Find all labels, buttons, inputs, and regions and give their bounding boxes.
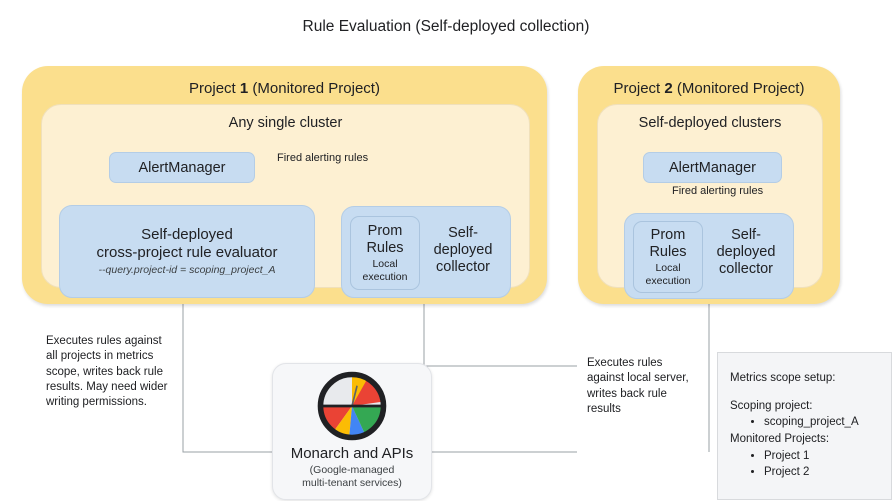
project-1-cluster-title: Any single cluster — [228, 115, 343, 131]
monarch-and-apis-box[interactable]: Monarch and APIs (Google-managed multi-t… — [272, 363, 432, 500]
note-right-executes-rules: Executes rules against local server, wri… — [587, 357, 689, 415]
prom-rules-sub-1: Local — [655, 261, 681, 274]
legend-monitored-list: Project 1 Project 2 — [730, 448, 885, 481]
flow-label-fired-alerting-rules-project-1: Fired alerting rules — [277, 152, 369, 164]
self-deployed-collector-project-2[interactable]: Self- deployed collector Prom Rules Loca… — [624, 213, 794, 299]
collector-line-1: Self- — [448, 225, 478, 241]
list-item: scoping_project_A — [764, 414, 885, 431]
flow-label-fired-alerting-rules-project-2: Fired alerting rules — [672, 185, 764, 197]
monarch-gauge-icon — [317, 371, 387, 441]
legend-scoping-list: scoping_project_A — [730, 414, 885, 431]
evaluator-flag: --query.project-id = scoping_project_A — [98, 264, 276, 277]
alertmanager-project-2[interactable]: AlertManager — [643, 152, 782, 183]
collector-line-3: collector — [719, 260, 773, 277]
evaluator-line-2: cross-project rule evaluator — [96, 244, 278, 262]
collector-line-2: deployed — [433, 241, 493, 258]
project-2-cluster-title: Self-deployed clusters — [638, 115, 782, 131]
cross-project-rule-evaluator-project-1[interactable]: Self-deployed cross-project rule evaluat… — [59, 205, 315, 298]
alertmanager-project-1[interactable]: AlertManager — [109, 152, 255, 183]
prom-rules-project-2[interactable]: Prom Rules Local execution — [633, 221, 703, 293]
legend-spacer — [730, 387, 885, 398]
legend-monitored-heading: Monitored Projects: — [730, 433, 830, 446]
legend-content: Metrics scope setup: Scoping project: sc… — [730, 370, 885, 481]
project-1-title-suffix: (Monitored Project) — [248, 80, 380, 97]
monarch-subtitle: (Google-managed multi-tenant services) — [302, 464, 402, 490]
list-item: Project 2 — [764, 464, 885, 481]
collector-line-2: deployed — [716, 243, 776, 260]
collector-label-project-2: Self- deployed collector — [703, 227, 789, 278]
self-deployed-collector-project-1[interactable]: Self- deployed collector Prom Rules Loca… — [341, 206, 511, 298]
project-2-title-suffix: (Monitored Project) — [672, 80, 805, 97]
list-item: Project 1 — [764, 448, 885, 465]
note-left-executes-rules: Executes rules against all projects in m… — [46, 335, 168, 409]
legend-scoping-heading: Scoping project: — [730, 399, 813, 412]
prom-rules-line-2: Rules — [649, 243, 687, 260]
page-title: Rule Evaluation (Self-deployed collectio… — [302, 18, 590, 35]
prom-rules-sub-2: execution — [645, 274, 691, 287]
monarch-title: Monarch and APIs — [290, 445, 414, 462]
collector-label-project-1: Self- deployed collector — [420, 225, 506, 276]
prom-rules-line-1: Prom — [650, 227, 686, 244]
metrics-scope-legend-box: Metrics scope setup: Scoping project: sc… — [717, 352, 892, 500]
evaluator-line-1: Self-deployed — [141, 225, 233, 243]
prom-rules-line-2: Rules — [366, 239, 404, 256]
project-1-title-number: 1 — [239, 80, 249, 97]
collector-line-1: Self- — [731, 227, 761, 243]
prom-rules-project-1[interactable]: Prom Rules Local execution — [350, 216, 420, 290]
collector-line-3: collector — [436, 258, 490, 275]
prom-rules-line-1: Prom — [367, 223, 403, 240]
legend-heading: Metrics scope setup: — [730, 372, 836, 384]
monarch-subtitle-line-1: (Google-managed — [309, 464, 395, 476]
project-1-title-prefix: Project — [189, 80, 240, 97]
project-2-title-number: 2 — [664, 80, 673, 97]
monarch-subtitle-line-2: multi-tenant services) — [302, 477, 402, 490]
project-1-title: Project 1 (Monitored Project) — [22, 80, 547, 97]
prom-rules-sub-2: execution — [362, 270, 408, 283]
project-2-title-prefix: Project — [613, 80, 665, 97]
project-2-title: Project 2 (Monitored Project) — [578, 80, 840, 97]
prom-rules-sub-1: Local — [372, 257, 398, 270]
